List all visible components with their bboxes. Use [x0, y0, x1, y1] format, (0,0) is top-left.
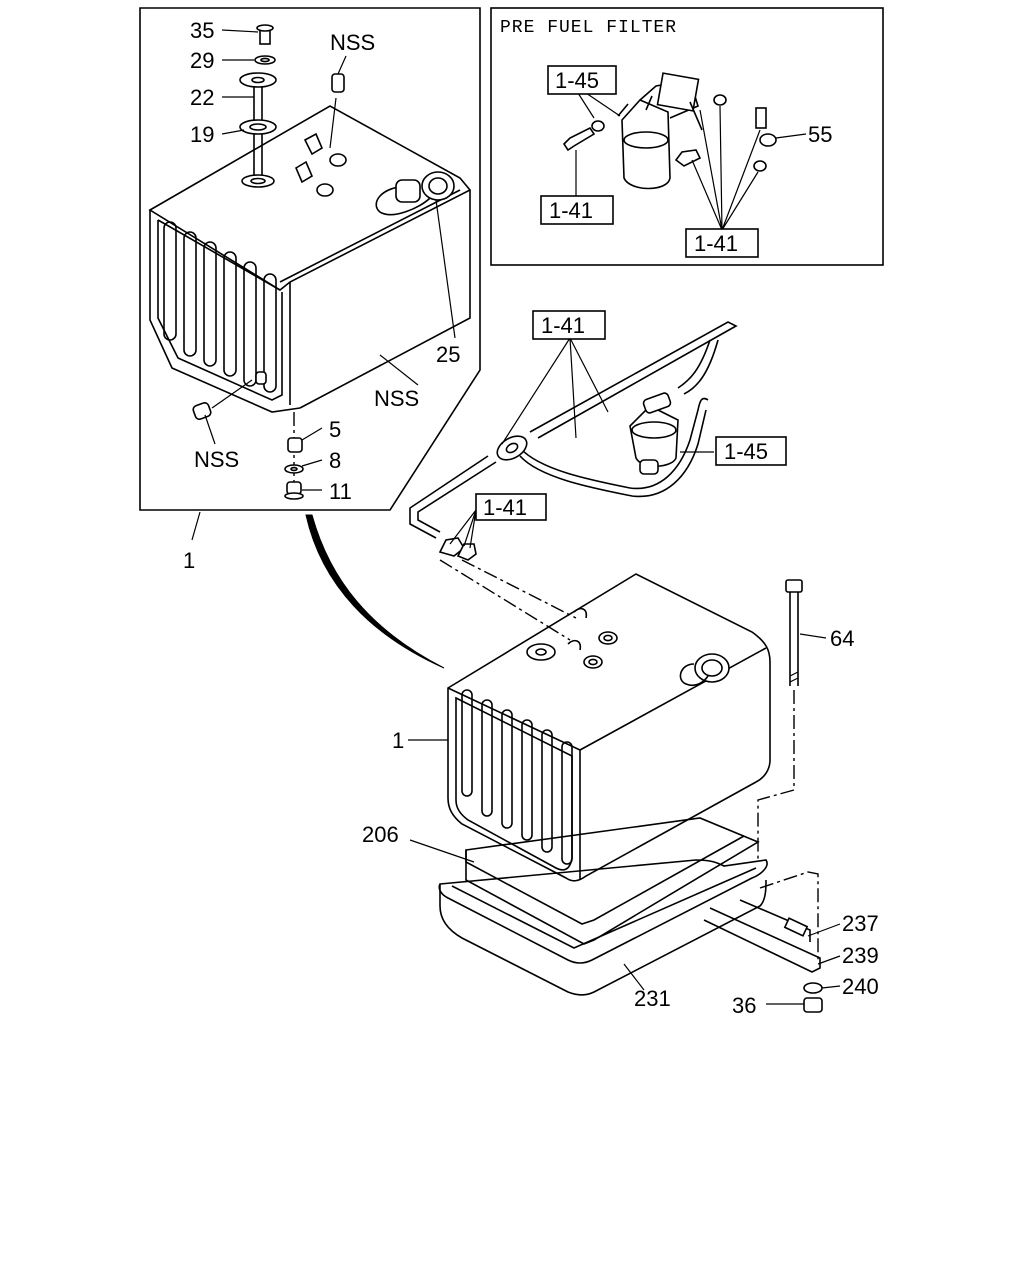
- inset-title: PRE FUEL FILTER: [500, 18, 677, 38]
- ref-box-1-45-inset: [547, 65, 617, 95]
- strap-bolt: [757, 579, 803, 860]
- ref-1-41-inset-right: 1-41: [694, 231, 738, 256]
- callout-239: 239: [842, 943, 879, 968]
- callout-55: 55: [808, 122, 832, 147]
- callout-5: 5: [329, 417, 341, 442]
- detail-connector-arc: [305, 514, 445, 669]
- tank-pad-and-tray: [438, 817, 823, 1013]
- ref-box-1-41-pipe-mid: [475, 493, 547, 521]
- callout-19: 19: [190, 122, 214, 147]
- tank-detail-inset: 35 29 22 19 NSS 25 NSS NSS 5 8 11 1: [139, 7, 481, 573]
- callout-64: 64: [830, 626, 854, 651]
- callout-8: 8: [329, 448, 341, 473]
- ref-1-41-inset-left: 1-41: [549, 198, 593, 223]
- ref-1-45-inset: 1-45: [555, 68, 599, 93]
- callout-35: 35: [190, 18, 214, 43]
- main-leader-lines: [408, 633, 841, 1005]
- ref-1-41-pipe-top: 1-41: [541, 313, 585, 338]
- callout-29: 29: [190, 48, 214, 73]
- tank-body-detail: [148, 73, 472, 420]
- ref-box-1-41-pipe-top: [532, 310, 606, 340]
- pre-filter-assembly: [562, 72, 777, 190]
- callout-231: 231: [634, 986, 671, 1011]
- ref-box-1-41-inset-right: [685, 228, 759, 258]
- filter-leader-lines: [575, 92, 807, 231]
- ref-1-45-pipe: 1-45: [724, 439, 768, 464]
- ref-1-41-pipe-mid: 1-41: [483, 495, 527, 520]
- drain-plug-parts: [284, 412, 304, 500]
- pre-fuel-filter-inset: PRE FUEL FILTER 1-45 1-41: [490, 7, 884, 266]
- callout-22: 22: [190, 85, 214, 110]
- callout-240: 240: [842, 974, 879, 999]
- gauge-unit-parts: [239, 24, 277, 188]
- callout-1-inset: 1: [183, 548, 195, 573]
- callout-25: 25: [436, 342, 460, 367]
- callout-237: 237: [842, 911, 879, 936]
- callout-1-main: 1: [392, 728, 404, 753]
- callout-36: 36: [732, 993, 756, 1018]
- callout-nss-mid: NSS: [374, 386, 419, 411]
- ref-box-1-41-inset-left: [540, 195, 614, 225]
- callout-206: 206: [362, 822, 399, 847]
- callout-11: 11: [329, 479, 352, 504]
- callout-nss-top: NSS: [330, 30, 375, 55]
- callout-nss-left: NSS: [194, 447, 239, 472]
- fuel-pipe-assembly: [409, 321, 738, 641]
- ref-box-1-45-pipe: [715, 436, 787, 466]
- inset-leader-lines: [191, 29, 456, 541]
- main-fuel-tank: [447, 573, 771, 882]
